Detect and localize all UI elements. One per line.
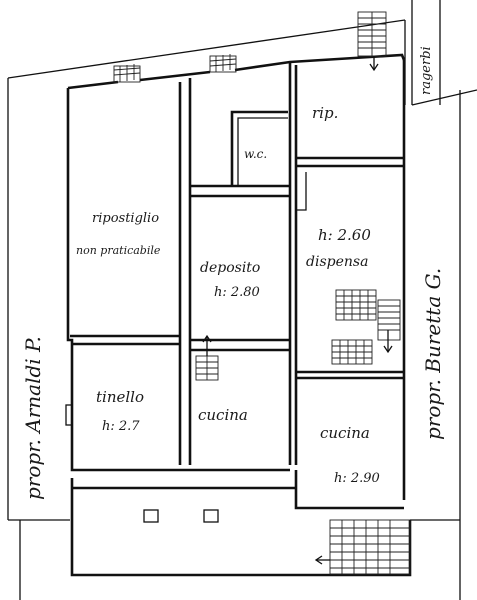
stairs-center	[195, 334, 219, 381]
walls	[66, 53, 412, 577]
stairs-top-right	[357, 11, 387, 72]
neighbor-top-right-label: ragerbi	[419, 46, 434, 95]
room-label-dispensa-height: h: 2.60	[318, 226, 371, 244]
room-label-tinello: tinello	[96, 388, 144, 406]
bottom-openings	[65, 404, 219, 523]
boundary-lines	[7, 0, 477, 600]
room-label-ripostiglio: ripostiglio	[92, 211, 159, 226]
window-hatches	[113, 54, 237, 83]
neighbor-right-label: propr. Buretta G.	[421, 268, 445, 440]
stairs-bottom-right	[314, 519, 411, 575]
room-label-wc: w.c.	[244, 147, 267, 161]
room-label-tinello-height: h: 2.7	[102, 419, 140, 434]
room-label-cucina-center: cucina	[198, 406, 248, 424]
room-label-cucina-right: cucina	[320, 424, 370, 442]
room-label-dispensa: dispensa	[306, 254, 368, 270]
room-label-rip: rip.	[312, 104, 338, 122]
room-label-non-praticabile: non praticabile	[76, 244, 161, 257]
room-label-cucina-right-height: h: 2.90	[334, 471, 380, 486]
room-label-deposito-height: h: 2.80	[214, 285, 260, 300]
room-label-deposito: deposito	[200, 260, 260, 276]
neighbor-left-label: propr. Arnaldi P.	[21, 336, 45, 500]
stairs-pantry	[331, 289, 401, 365]
